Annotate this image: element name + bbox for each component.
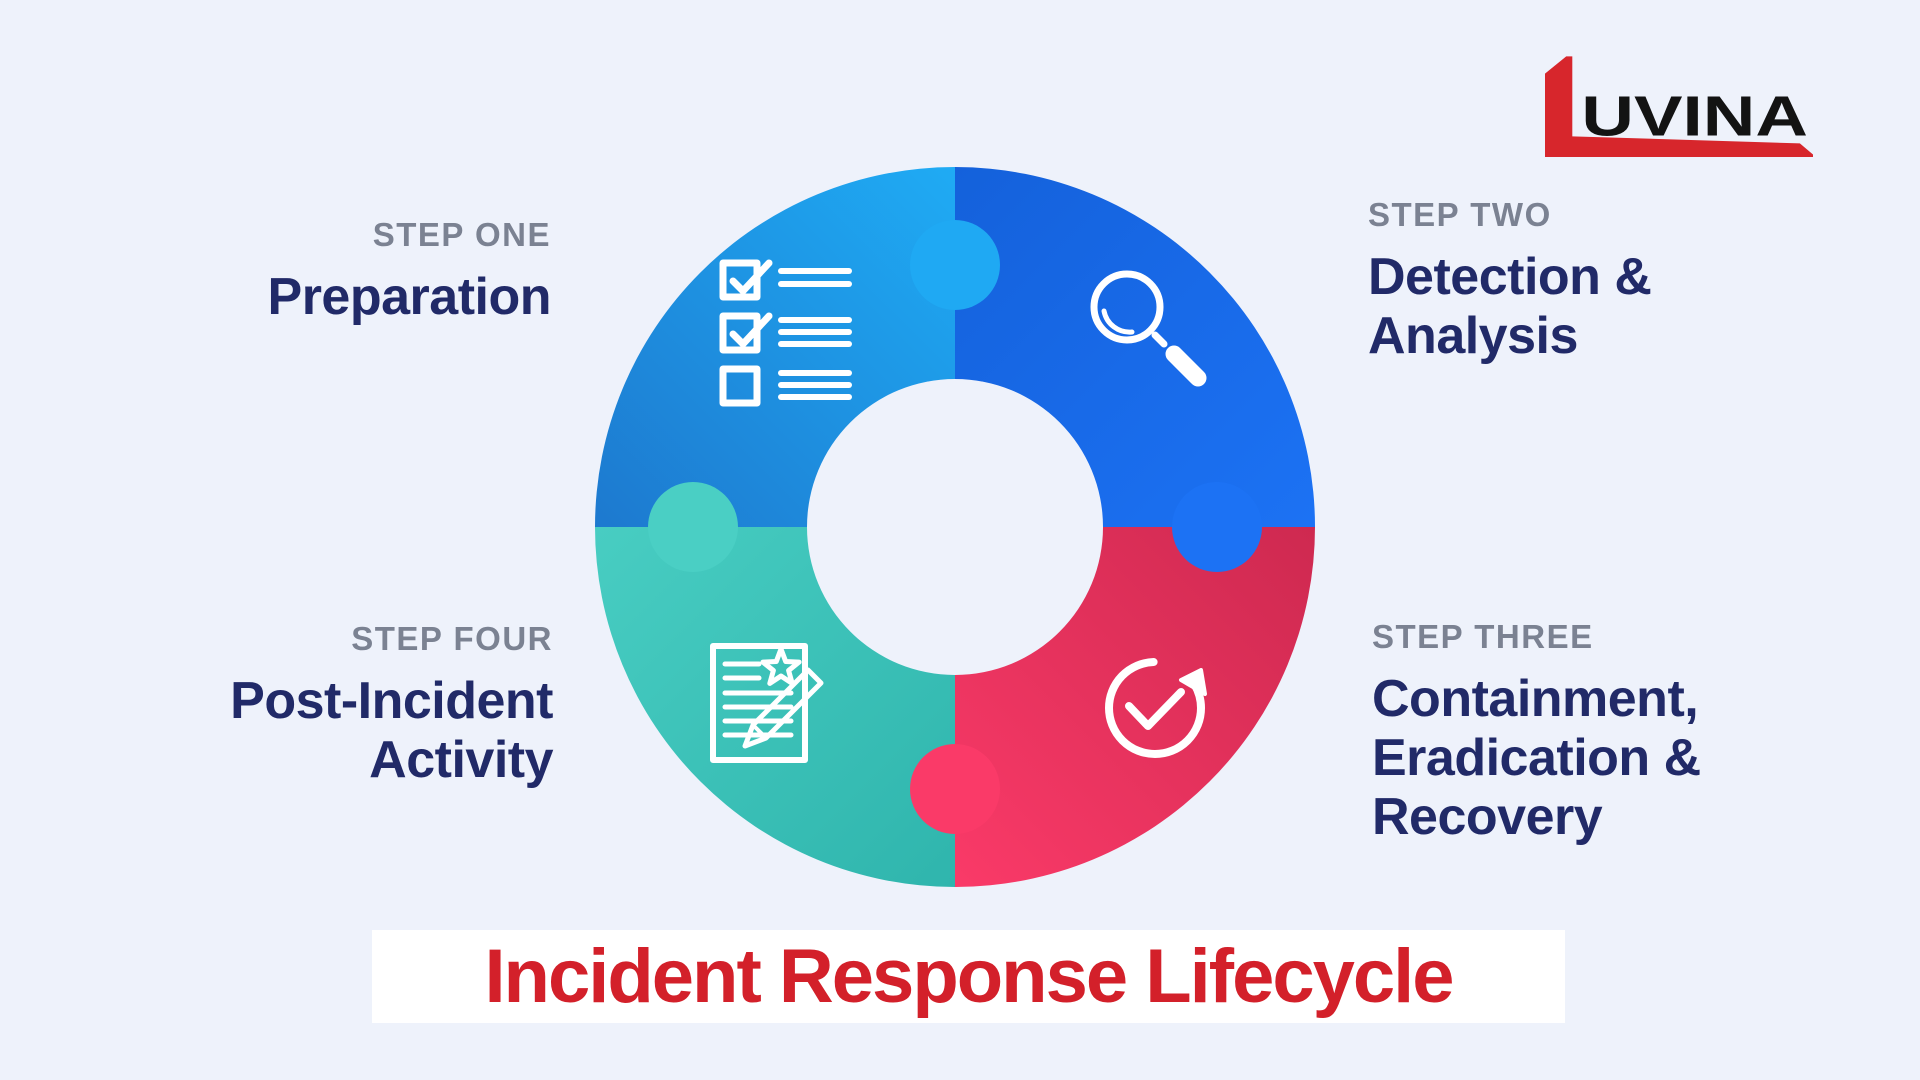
step-three-block: STEP THREE Containment, Eradication & Re…	[1372, 618, 1701, 846]
title-band: Incident Response Lifecycle	[372, 930, 1565, 1023]
lifecycle-diagram	[595, 167, 1315, 887]
step-one-block: STEP ONE Preparation	[267, 216, 552, 327]
main-title: Incident Response Lifecycle	[484, 934, 1454, 1019]
step-two-label: STEP TWO	[1368, 196, 1552, 233]
search-icon	[1090, 270, 1207, 387]
luvina-logo: UVINA	[1545, 56, 1813, 158]
step-four-block: STEP FOUR Post-Incident Activity	[230, 620, 553, 790]
step-one-label: STEP ONE	[372, 216, 551, 253]
logo-text: UVINA	[1581, 85, 1808, 148]
segment-step-two	[955, 167, 1315, 527]
step-four-title: Post-Incident Activity	[230, 672, 553, 789]
step-two-title: Detection & Analysis	[1368, 248, 1652, 365]
report-icon	[710, 643, 824, 763]
puzzle-knob-left	[648, 482, 738, 572]
refresh-check-icon	[1105, 658, 1207, 758]
step-three-label: STEP THREE	[1372, 618, 1594, 655]
step-one-title: Preparation	[267, 268, 552, 326]
step-three-title: Containment, Eradication & Recovery	[1372, 670, 1701, 846]
step-four-label: STEP FOUR	[351, 620, 553, 657]
checklist-icon	[719, 259, 852, 407]
logo-l-mark	[1545, 56, 1813, 158]
puzzle-knob-bottom	[910, 744, 1000, 834]
puzzle-knob-right	[1172, 482, 1262, 572]
segment-step-one	[595, 167, 955, 527]
puzzle-knob-top	[910, 220, 1000, 310]
step-two-block: STEP TWO Detection & Analysis	[1368, 196, 1652, 366]
